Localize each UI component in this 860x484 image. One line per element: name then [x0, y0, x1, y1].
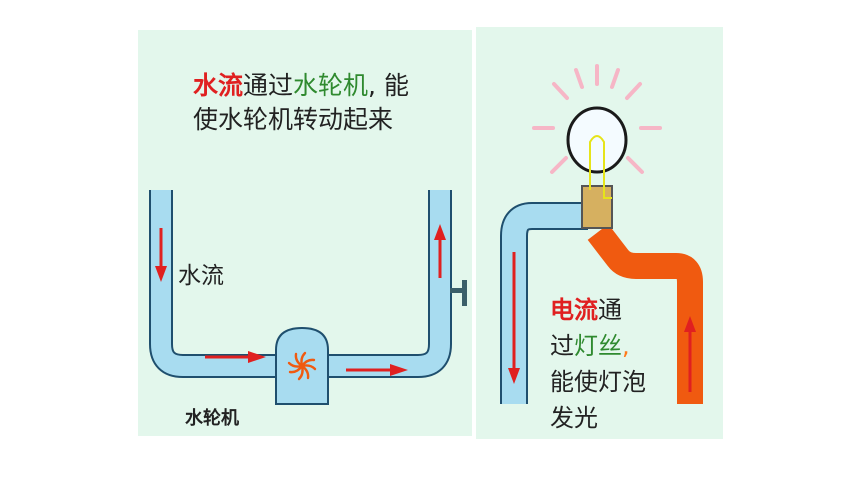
valve-icon	[450, 280, 467, 306]
water-caption-line1: 水流通过水轮机, 能	[193, 71, 409, 100]
light-bulb-icon	[566, 106, 628, 229]
current-arrow-down	[508, 252, 520, 384]
blue-wire	[500, 202, 588, 404]
current-caption-line1: 电流通	[550, 296, 622, 324]
orange-wire	[587, 224, 703, 404]
current-arrow-up	[684, 316, 696, 392]
flow-arrow-right-1	[205, 351, 266, 363]
flow-arrow-up	[434, 224, 446, 278]
flow-arrows	[155, 224, 446, 376]
current-caption-line3: 能使灯泡	[550, 368, 646, 396]
water-caption-line2: 使水轮机转动起来	[193, 105, 394, 134]
current-caption-line2: 过灯丝,	[550, 332, 630, 360]
flow-arrow-right-2	[346, 364, 408, 376]
turbine-icon	[275, 326, 329, 405]
current-caption-line4: 发光	[550, 404, 598, 432]
current-term: 电流	[550, 296, 598, 324]
flow-label: 水流	[178, 263, 224, 289]
current-arrows	[508, 252, 696, 392]
turbine-label: 水轮机	[185, 408, 239, 429]
water-flow-term: 水流	[193, 71, 244, 100]
turbine-term: 水轮机	[293, 71, 369, 100]
flow-arrow-down	[155, 228, 167, 282]
filament-term: 灯丝	[574, 332, 622, 360]
glow-rays	[532, 64, 662, 174]
